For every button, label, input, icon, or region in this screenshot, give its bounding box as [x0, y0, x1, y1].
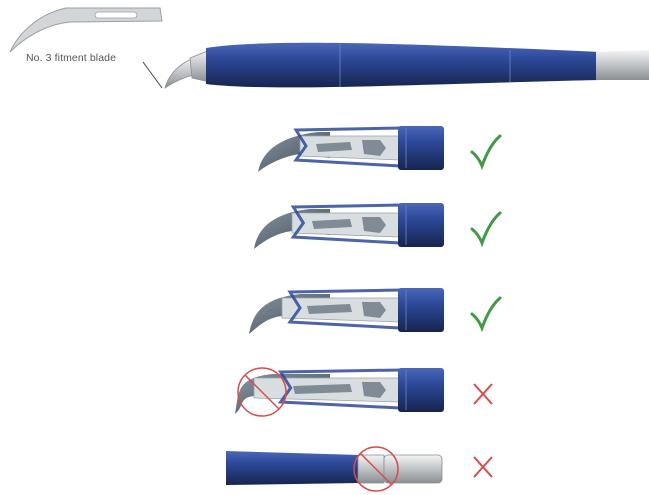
incorrect-cross-icon [474, 457, 492, 477]
handle-end [398, 288, 444, 332]
fitting-step-4 [235, 368, 492, 416]
assembled-scalpel-illustration [165, 43, 649, 88]
handle-end [398, 368, 444, 412]
correct-check-icon [472, 213, 500, 243]
handle-end [398, 126, 444, 170]
correct-check-icon [472, 298, 500, 328]
fitting-step-3 [249, 288, 500, 334]
fitting-step-1 [258, 126, 500, 172]
incorrect-cross-icon [474, 384, 492, 404]
fitting-step-5 [226, 447, 492, 491]
correct-check-icon [472, 136, 500, 166]
handle-tip [384, 455, 442, 483]
blade-seat [358, 455, 384, 483]
loose-blade-illustration [10, 8, 162, 52]
handle-end [398, 203, 444, 247]
bare-handle [226, 451, 360, 485]
fitting-step-2 [254, 203, 500, 249]
callout-leader-line [143, 62, 162, 88]
blade-callout-label: No. 3 fitment blade [26, 52, 116, 64]
